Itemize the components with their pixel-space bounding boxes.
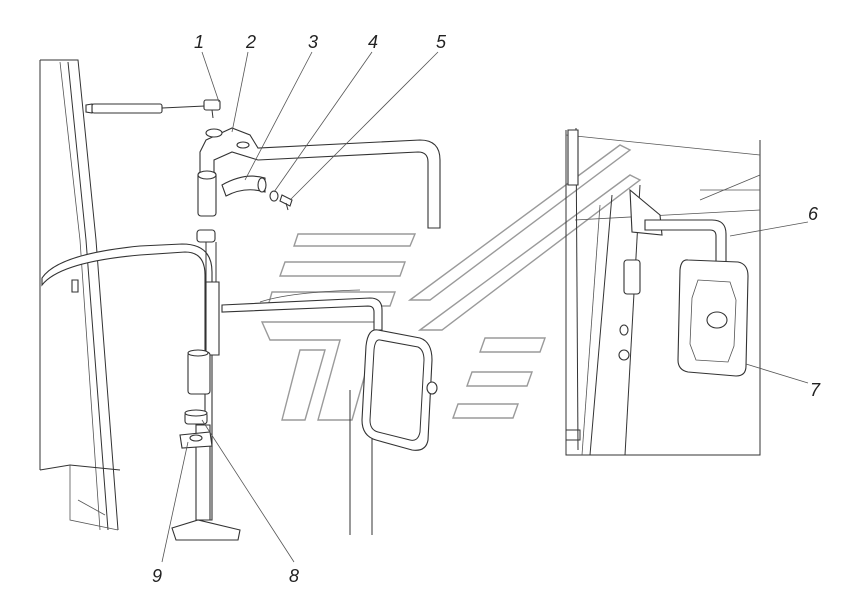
leader-7 [745,363,809,384]
callout-6: 6 [808,204,819,224]
leader-4 [273,51,373,193]
part-4-washer [269,190,279,202]
leader-1 [201,51,220,103]
callout-5: 5 [436,32,447,52]
leader-5 [289,51,439,201]
part-8-sleeve [184,409,208,425]
mirror-right [677,259,749,377]
callout-1: 1 [194,32,204,52]
leader-6 [729,221,809,237]
mirror-left [361,329,438,451]
callout-2: 2 [245,32,256,52]
watermark-logo [260,144,642,421]
part-9-base [171,431,241,541]
leader-9 [161,441,189,563]
leader-3 [244,51,313,181]
cab-frame-left [39,59,383,535]
callout-3: 3 [308,32,318,52]
callout-9: 9 [152,566,162,586]
leader-8 [201,419,295,563]
callout-8: 8 [289,566,299,586]
part-5-bolt [279,194,293,211]
leader-2 [231,51,249,133]
mirror-post [187,170,220,521]
callout-4: 4 [368,32,378,52]
part-1-rod [85,99,221,119]
callout-labels: 1 2 3 4 5 6 7 8 9 [152,32,821,586]
part-3-clamp [221,175,267,197]
callout-7: 7 [810,380,821,400]
leader-lines [161,51,809,563]
part-2-arm [199,127,441,229]
